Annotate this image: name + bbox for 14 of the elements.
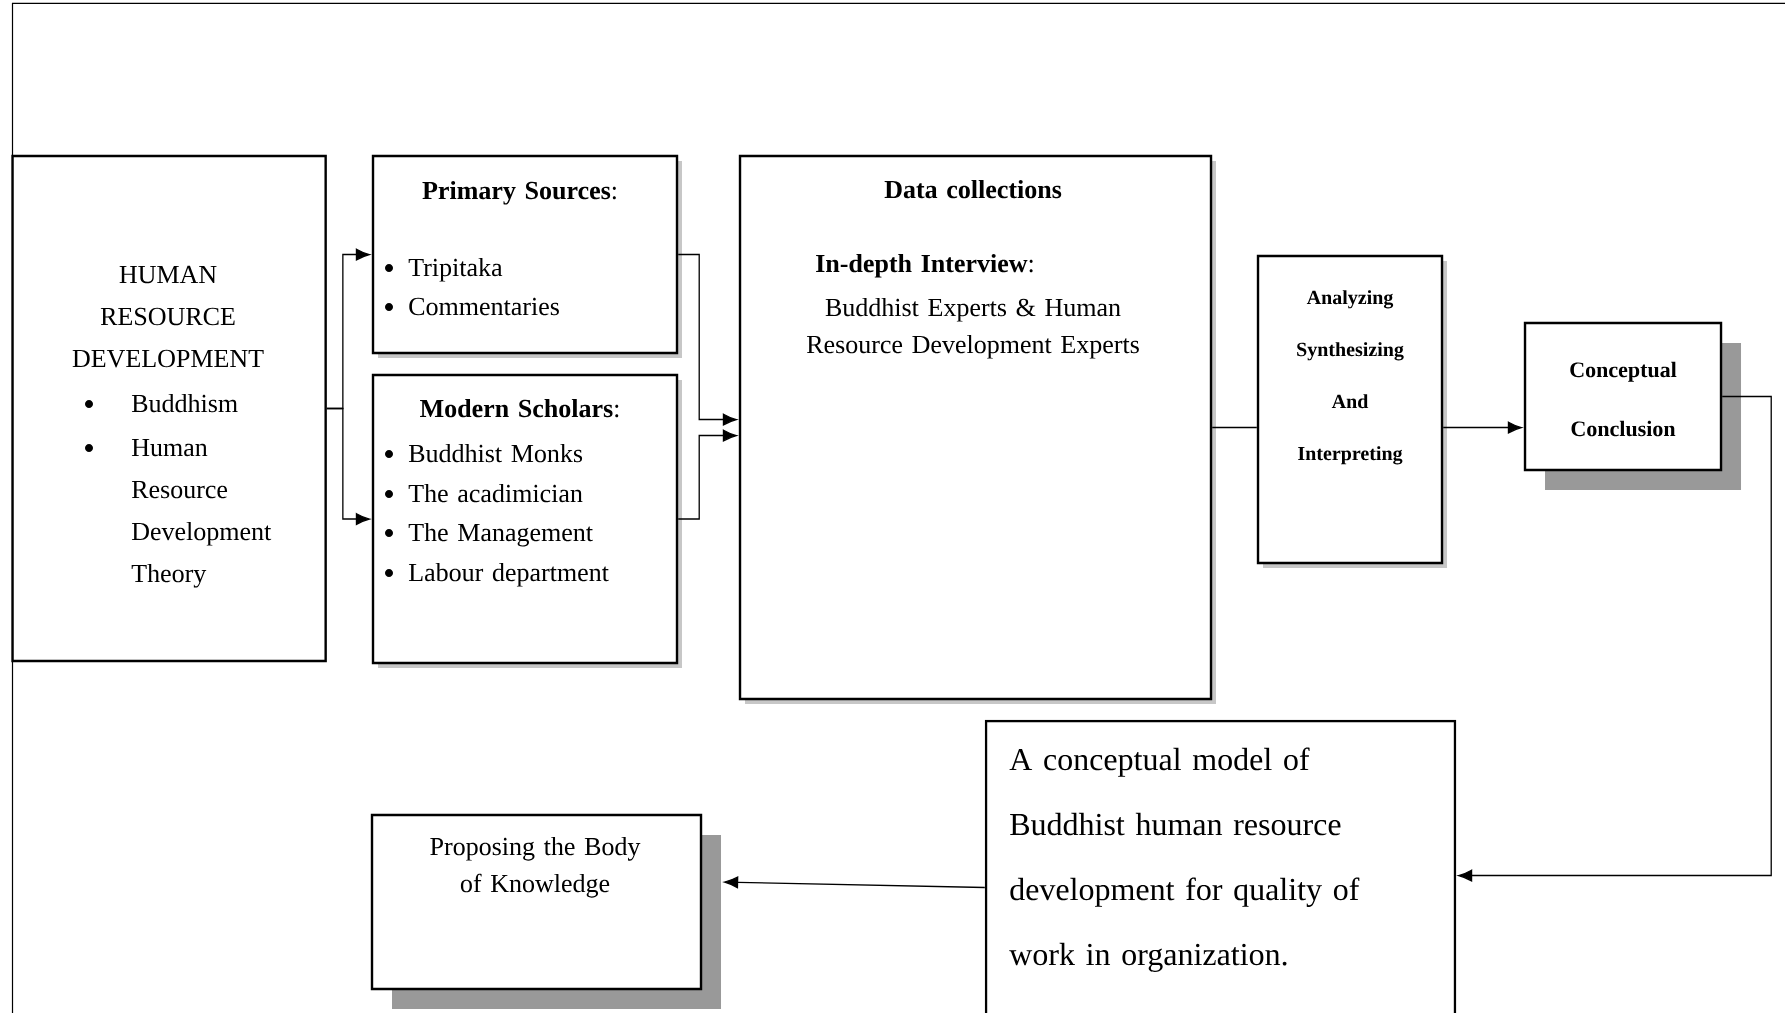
- process-box: HUMAN RESOURCE DEVELOPMENT Buddhism Human Resource Development Theory: [11, 154, 327, 663]
- arrow: [677, 253, 737, 426]
- arrow: [326, 407, 370, 525]
- arrow: [1442, 421, 1522, 434]
- process-box: A conceptual model of Buddhist human resource development for quality of work in organization.: [984, 719, 1457, 1013]
- arrow: [1458, 395, 1772, 882]
- process-box: Conceptual Conclusion: [1523, 321, 1741, 490]
- process-box: Data collections In-depth Interview: Buddhist Experts & Human Resource Development Experts: [738, 154, 1216, 704]
- process-box: Analyzing Synthesizing And Interpreting: [1256, 254, 1447, 568]
- process-box: Modern Scholars: Buddhist Monks The acadimician The Management Labour department: [371, 373, 682, 668]
- arrow: [724, 876, 986, 889]
- process-box: Proposing the Body of Knowledge: [370, 813, 721, 1009]
- arrow: [677, 429, 737, 520]
- process-box: Primary Sources: Tripitaka Commentaries: [371, 154, 682, 358]
